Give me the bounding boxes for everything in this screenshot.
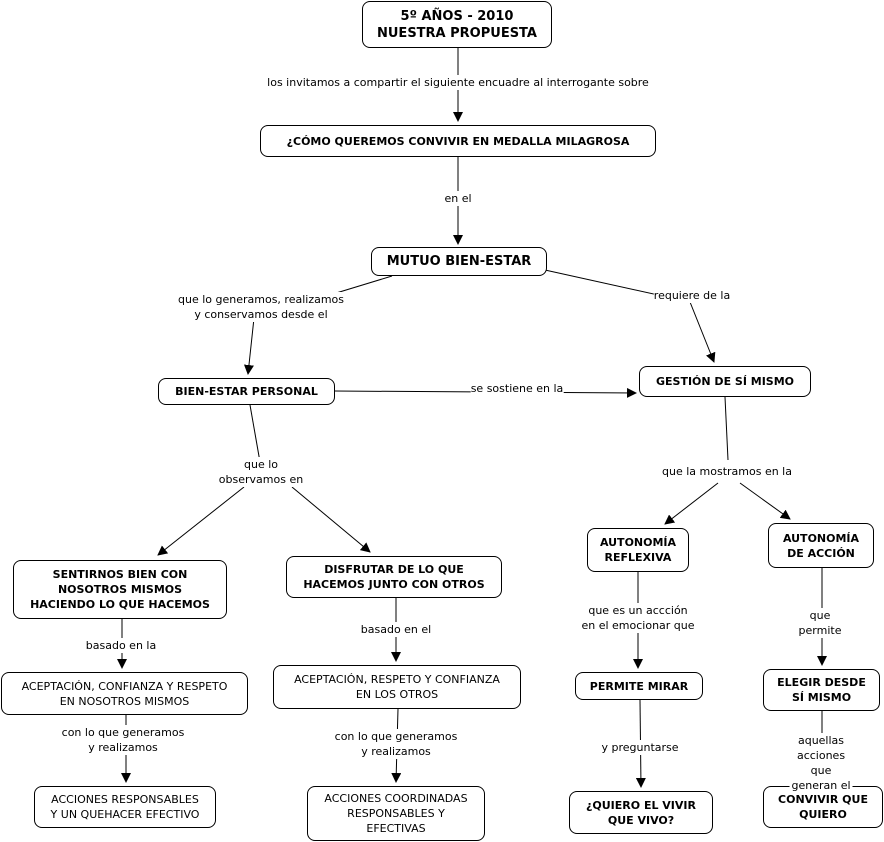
concept-aceptacion-otros[interactable]: ACEPTACIÓN, RESPETO Y CONFIANZA EN LOS O… [273, 665, 521, 709]
edge-split-disfrutar [291, 486, 371, 553]
concept-acciones-responsables[interactable]: ACCIONES RESPONSABLES Y UN QUEHACER EFEC… [34, 786, 216, 828]
concept-title[interactable]: 5º AÑOS - 2010 NUESTRA PROPUESTA [362, 1, 552, 48]
concept-sentirnos-bien[interactable]: SENTIRNOS BIEN CON NOSOTROS MISMOS HACIE… [13, 560, 227, 619]
concept-acciones-coordinadas[interactable]: ACCIONES COORDINADAS RESPONSABLES Y EFEC… [307, 786, 485, 841]
edge-split-reflexiva [664, 482, 719, 525]
edge-mutuo-gestion [544, 269, 716, 363]
concept-disfrutar[interactable]: DISFRUTAR DE LO QUE HACEMOS JUNTO CON OT… [286, 556, 502, 598]
concept-autonomia-accion[interactable]: AUTONOMÍA DE ACCIÓN [768, 523, 874, 568]
link-label-en-el: en el [444, 191, 472, 206]
link-label-invitamos: los invitamos a compartir el siguiente e… [267, 75, 649, 90]
link-label-requiere: requiere de la [653, 288, 731, 303]
concept-gestion-si-mismo[interactable]: GESTIÓN DE SÍ MISMO [639, 366, 811, 397]
link-label-mostramos: que la mostramos en la [662, 464, 792, 479]
link-label-aquellas: aquellas acciones que generan el [789, 733, 853, 793]
link-label-con-generamos-2: con lo que generamos y realizamos [334, 729, 458, 759]
concept-elegir-si-mismo[interactable]: ELEGIR DESDE SÍ MISMO [763, 669, 880, 711]
concept-question[interactable]: ¿CÓMO QUEREMOS CONVIVIR EN MEDALLA MILAG… [260, 125, 656, 157]
link-label-basado-el: basado en el [360, 622, 432, 637]
link-label-basado-la: basado en la [85, 638, 157, 653]
concept-convivir-quiero[interactable]: CONVIVIR QUE QUIERO [763, 786, 883, 828]
concept-aceptacion-nosotros[interactable]: ACEPTACIÓN, CONFIANZA Y RESPETO EN NOSOT… [1, 672, 248, 715]
link-label-sostiene: se sostiene en la [470, 381, 564, 396]
concept-autonomia-reflexiva[interactable]: AUTONOMÍA REFLEXIVA [587, 528, 689, 572]
concept-bien-estar-personal[interactable]: BIEN-ESTAR PERSONAL [158, 378, 335, 405]
link-label-preguntarse: y preguntarse [601, 740, 679, 755]
edge-gestion-split [724, 396, 729, 461]
link-label-generamos: que lo generamos, realizamos y conservam… [177, 292, 345, 322]
link-label-permite: que permite [788, 608, 852, 638]
edge-split-accion [739, 482, 791, 520]
concept-permite-mirar[interactable]: PERMITE MIRAR [575, 672, 703, 700]
edge-personal-split [249, 404, 261, 463]
link-label-accion-emocionar: que es un accción en el emocionar que [581, 603, 695, 633]
concept-quiero-vivir[interactable]: ¿QUIERO EL VIVIR QUE VIVO? [569, 791, 713, 834]
edge-split-sentirnos [157, 486, 245, 556]
link-label-observamos: que lo observamos en [218, 457, 304, 487]
link-label-con-generamos-1: con lo que generamos y realizamos [61, 725, 185, 755]
edge-mutuo-personal [243, 275, 393, 375]
concept-mutuo-bien-estar[interactable]: MUTUO BIEN-ESTAR [371, 247, 547, 276]
